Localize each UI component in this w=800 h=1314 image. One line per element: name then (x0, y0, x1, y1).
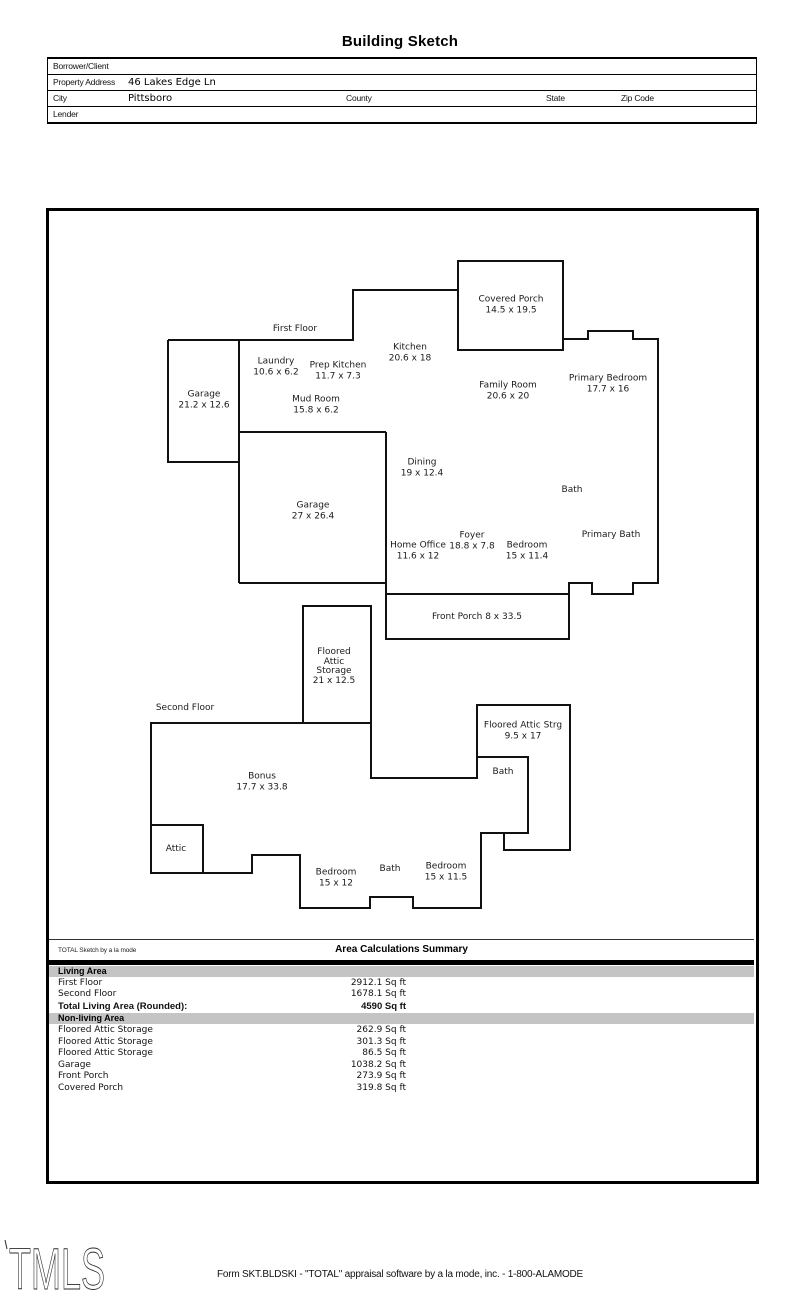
second-floor-label: Second Floor (155, 702, 215, 713)
room-label-floored-attic-storage: Floored Attic Storage 21 x 12.5 (312, 647, 356, 686)
tmls-tick-mark (4, 1239, 8, 1250)
tmls-watermark-logo: TMLS (4, 1237, 105, 1298)
front-porch-outline (384, 592, 571, 641)
room-label-covered-porch: Covered Porch 14.5 x 19.5 (478, 294, 544, 316)
form-row-lender: Lender (48, 106, 756, 122)
room-label-primary-bedroom: Primary Bedroom 17.7 x 16 (568, 373, 648, 395)
room-label-bedroom-left: Bedroom 15 x 12 (315, 867, 357, 889)
lender-label: Lender (53, 109, 79, 119)
room-label-home-office: Home Office 11.6 x 12 (390, 540, 446, 562)
attic-outline (149, 823, 205, 875)
room-label-attic: Attic (165, 843, 187, 854)
property-id-form: Borrower/Client Property Address 46 Lake… (47, 57, 757, 124)
summary-row-attic-storage-1: 262.9 Sq ft Floored Attic Storage (58, 1025, 406, 1035)
city-label: City (53, 93, 67, 103)
property-address-value: 46 Lakes Edge Ln (128, 77, 216, 88)
room-label-primary-bath: Primary Bath (581, 529, 641, 540)
zip-code-label: Zip Code (621, 93, 654, 103)
city-value: Pittsboro (128, 93, 173, 104)
first-floor-label: First Floor (272, 323, 318, 334)
room-label-bedroom-first: Bedroom 15 x 11.4 (505, 540, 549, 562)
room-label-bath-upper: Bath (492, 766, 514, 777)
room-label-bonus: Bonus 17.7 x 33.8 (236, 771, 288, 793)
room-label-garage-main: Garage 27 x 26.4 (291, 500, 335, 522)
tmls-watermark-text: TMLS (9, 1237, 105, 1298)
property-address-label: Property Address (53, 77, 115, 87)
summary-row-total-living: 4590 Sq ft Total Living Area (Rounded): (58, 1000, 406, 1012)
summary-black-bar (49, 960, 754, 965)
room-label-foyer: Foyer 18.8 x 7.8 (449, 530, 495, 552)
summary-row-first-floor: 2912.1 Sq ft First Floor (58, 977, 406, 988)
summary-branding: TOTAL Sketch by a la mode (58, 947, 137, 954)
page-title: Building Sketch (341, 33, 459, 50)
state-label: State (546, 93, 565, 103)
form-row-city-county-state-zip: City Pittsboro County State Zip Code (48, 90, 756, 106)
summary-heading: Area Calculations Summary (335, 944, 468, 955)
borrower-label: Borrower/Client (53, 61, 109, 71)
room-label-kitchen: Kitchen 20.6 x 18 (388, 342, 432, 364)
room-label-mud-room: Mud Room 15.8 x 6.2 (292, 394, 340, 416)
summary-row-front-porch: 273.9 Sq ft Front Porch (58, 1071, 406, 1081)
form-row-property-address: Property Address 46 Lakes Edge Ln (48, 74, 756, 90)
room-label-dining: Dining 19 x 12.4 (400, 457, 444, 479)
summary-row-attic-storage-3: 86.5 Sq ft Floored Attic Storage (58, 1048, 406, 1058)
room-label-front-porch: Front Porch 8 x 33.5 (431, 611, 523, 622)
room-label-bedroom-right: Bedroom 15 x 11.5 (424, 861, 468, 883)
room-label-garage-left: Garage 21.2 x 12.6 (178, 389, 230, 411)
summary-separator (49, 939, 754, 940)
room-label-bath-lower: Bath (379, 863, 401, 874)
second-floor-outline (149, 703, 572, 910)
first-floor-outline (166, 288, 660, 596)
room-label-laundry: Laundry 10.6 x 6.2 (253, 356, 299, 378)
summary-row-covered-porch: 319.8 Sq ft Covered Porch (58, 1082, 406, 1093)
room-label-family-room: Family Room 20.6 x 20 (479, 380, 537, 402)
room-label-floored-attic-strg: Floored Attic Strg 9.5 x 17 (483, 720, 563, 742)
form-footer-text: Form SKT.BLDSKI - "TOTAL" appraisal soft… (216, 1269, 584, 1280)
floored-attic-storage-outline (301, 604, 373, 725)
summary-row-garage: 1038.2 Sq ft Garage (58, 1059, 406, 1070)
summary-row-attic-storage-2: 301.3 Sq ft Floored Attic Storage (58, 1036, 406, 1047)
upper-bath-walls (477, 755, 530, 835)
living-area-header: Living Area (49, 966, 754, 977)
form-row-borrower: Borrower/Client (48, 59, 756, 74)
covered-porch-outline (456, 259, 565, 352)
summary-row-second-floor: 1678.1 Sq ft Second Floor (58, 989, 406, 999)
room-label-bath-first: Bath (561, 484, 583, 495)
county-label: County (346, 93, 372, 103)
room-label-prep-kitchen: Prep Kitchen 11.7 x 7.3 (309, 360, 367, 382)
nonliving-area-header: Non-living Area (49, 1013, 754, 1024)
floorplan-walls (149, 259, 660, 910)
